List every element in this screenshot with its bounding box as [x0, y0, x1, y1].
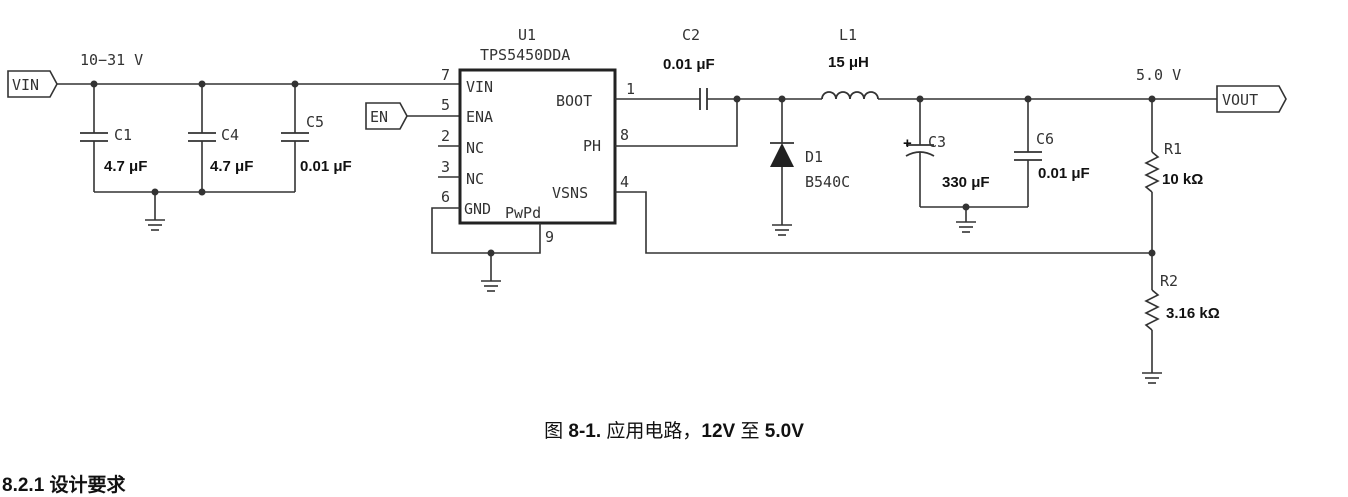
vin-port: VIN: [7, 70, 58, 98]
pin-7-number: 7: [441, 66, 450, 84]
caption-prefix: 图: [544, 421, 569, 442]
pin-ph-name: PH: [583, 137, 601, 155]
pin-gnd-name: GND: [464, 200, 491, 218]
schematic-diagram: VIN 10−31 V C1 4.7 μF C4 4.7 μF C5 0.01 …: [7, 26, 1287, 384]
r2-ref: R2: [1160, 272, 1178, 290]
inductor-l1: L1 15 μH: [778, 26, 1217, 103]
capacitor-c6: C6 0.01 μF: [1014, 95, 1090, 207]
c3-ref: C3: [928, 133, 946, 151]
caption-to: 至: [735, 421, 765, 442]
c1-ref: C1: [114, 126, 132, 144]
c3-polarity: +: [903, 135, 912, 152]
diode-d1: D1 B540C: [770, 99, 850, 236]
d1-value: B540C: [805, 173, 850, 191]
pin-9-number: 9: [545, 228, 554, 246]
vout-port: VOUT: [1216, 85, 1287, 113]
input-ground: [94, 188, 295, 231]
r1-value: 10 kΩ: [1162, 171, 1203, 188]
l1-ref: L1: [839, 26, 857, 44]
pin-5-number: 5: [441, 96, 450, 114]
pin-nc-name: NC: [466, 139, 484, 157]
caption-text: 应用电路，: [601, 421, 702, 442]
c3-value: 330 μF: [942, 174, 990, 191]
vin-port-label: VIN: [12, 76, 39, 94]
vsns-feedback-wire: [615, 191, 1152, 254]
c6-ref: C6: [1036, 130, 1054, 148]
ph-wire: [615, 99, 738, 147]
en-port: EN: [365, 102, 460, 130]
c5-ref: C5: [306, 113, 324, 131]
caption-vout: 5.0V: [764, 421, 804, 442]
pin-ena-name: ENA: [466, 108, 493, 126]
r1-ref: R1: [1164, 140, 1182, 158]
pin-boot-name: BOOT: [556, 92, 592, 110]
capacitor-c3: + C3 330 μF: [903, 95, 990, 207]
c6-value: 0.01 μF: [1038, 165, 1090, 182]
vout-port-label: VOUT: [1222, 91, 1258, 109]
ic-u1: U1 TPS5450DDA 7 VIN 5 ENA 2 NC 3 NC 6 GN…: [438, 26, 635, 246]
c2-ref: C2: [682, 26, 700, 44]
input-voltage-label: 10−31 V: [80, 51, 143, 69]
c1-value: 4.7 μF: [104, 158, 147, 175]
resistor-r2: R2 3.16 kΩ: [1142, 253, 1220, 384]
capacitor-c1: C1 4.7 μF: [80, 84, 147, 192]
pin-6-number: 6: [441, 188, 450, 206]
capacitor-c2: C2 0.01 μF: [615, 26, 782, 110]
section-heading: 8.2.1 设计要求: [2, 475, 126, 496]
pin-3-number: 3: [441, 158, 450, 176]
output-ground: [920, 203, 1028, 233]
figure-caption: 图 8-1. 应用电路，12V 至 5.0V: [0, 416, 1348, 443]
pin-2-number: 2: [441, 127, 450, 145]
pin-nc-name-2: NC: [466, 170, 484, 188]
c2-value: 0.01 μF: [663, 56, 715, 73]
d1-ref: D1: [805, 148, 823, 166]
c5-value: 0.01 μF: [300, 158, 352, 175]
en-port-label: EN: [370, 108, 388, 126]
capacitor-c5: C5 0.01 μF: [281, 84, 352, 192]
capacitor-c4: C4 4.7 μF: [188, 84, 253, 192]
ic-ref: U1: [518, 26, 536, 44]
caption-vin: 12V: [701, 421, 736, 442]
c4-ref: C4: [221, 126, 239, 144]
input-rail: [57, 80, 460, 88]
pin-1-number: 1: [626, 80, 635, 98]
resistor-r1: R1 10 kΩ: [1144, 99, 1203, 253]
pin-pwpd-name: PwPd: [505, 204, 541, 222]
ic-part-number: TPS5450DDA: [480, 46, 570, 64]
r2-value: 3.16 kΩ: [1166, 305, 1220, 322]
ic-ground: [431, 207, 541, 292]
pin-vsns-name: VSNS: [552, 184, 588, 202]
pin-vin-name: VIN: [466, 78, 493, 96]
pin-8-number: 8: [620, 126, 629, 144]
pin-4-number: 4: [620, 173, 629, 191]
caption-number: 8-1.: [568, 421, 602, 442]
l1-value: 15 μH: [828, 54, 869, 71]
c4-value: 4.7 μF: [210, 158, 253, 175]
output-voltage-label: 5.0 V: [1136, 66, 1181, 84]
